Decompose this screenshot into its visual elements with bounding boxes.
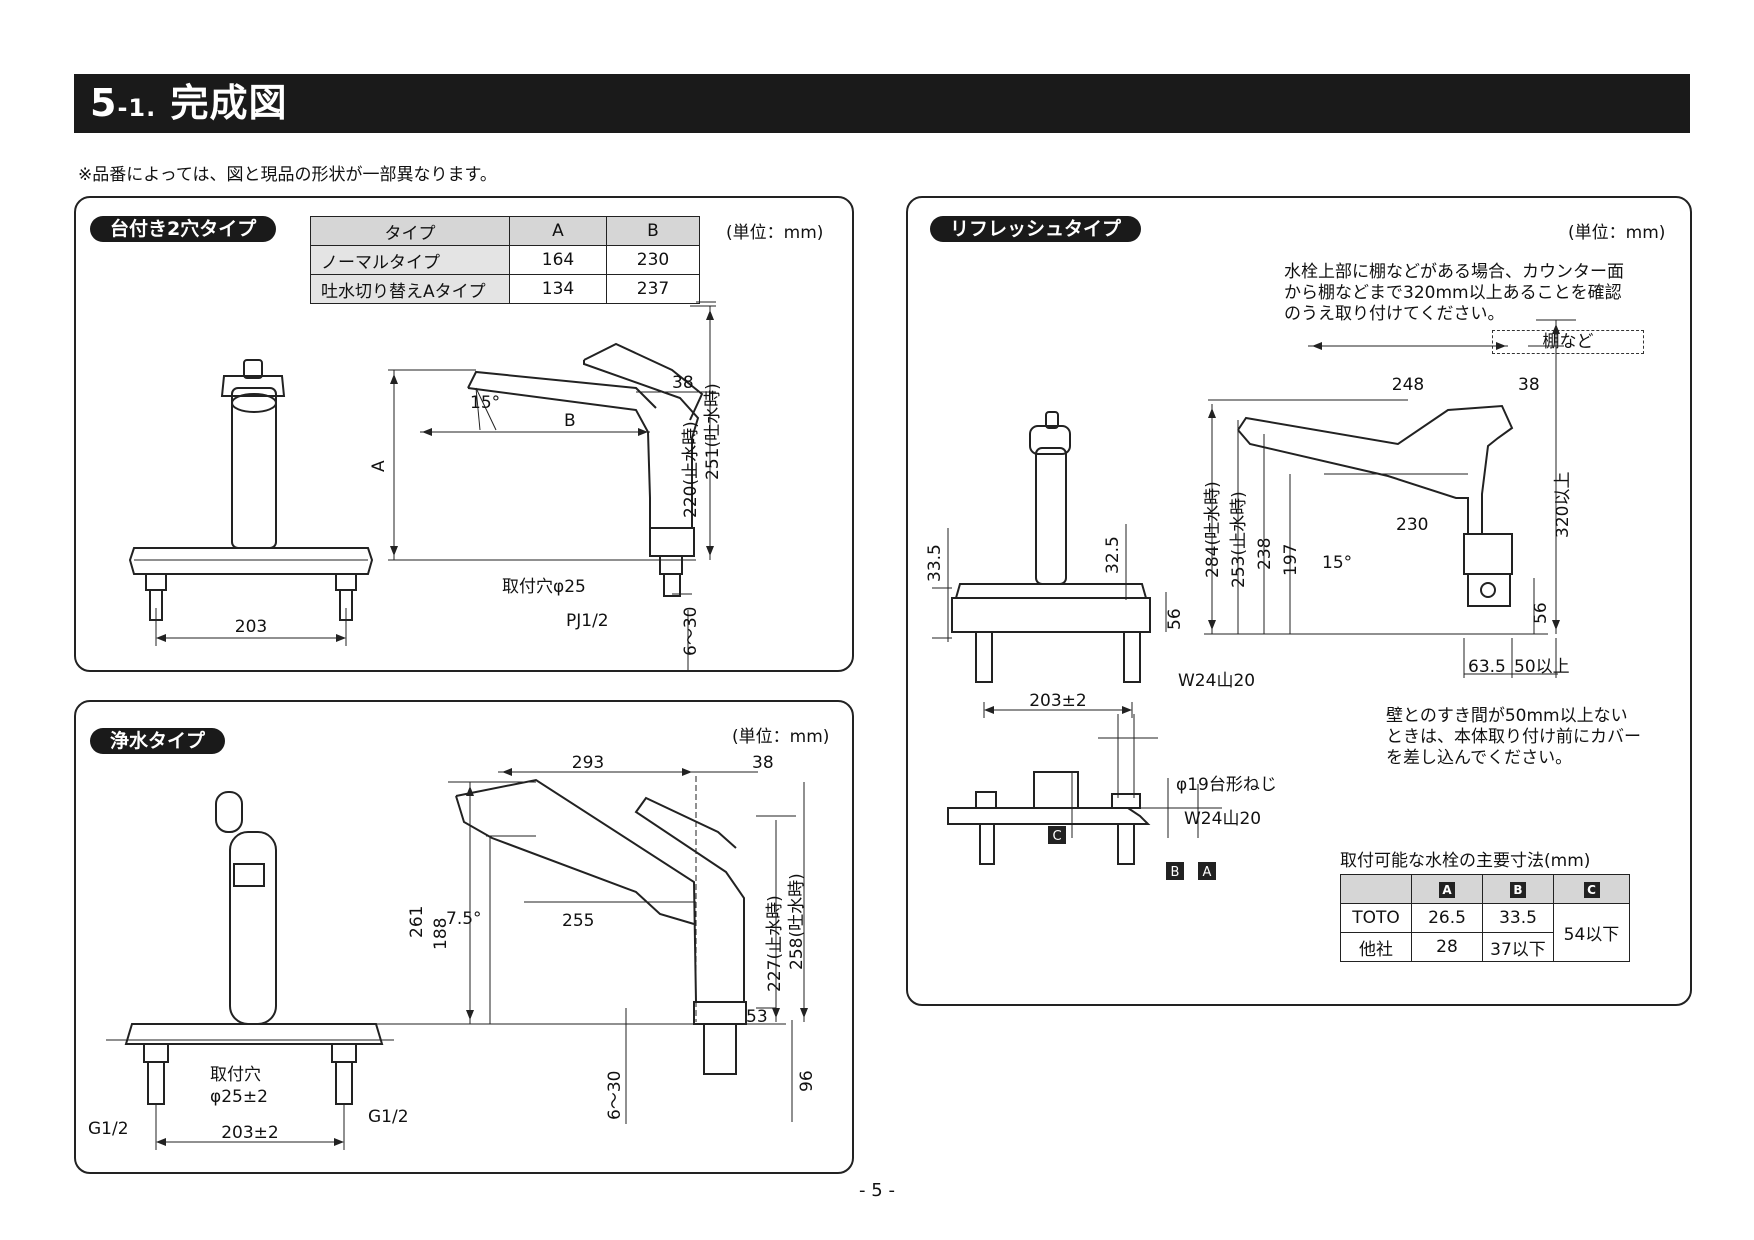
dim-53: 53 xyxy=(746,1007,768,1027)
dim-33-5: 33.5 xyxy=(925,544,945,582)
table-header-c: C xyxy=(1553,874,1630,904)
wall-gap-note: 壁とのすき間が50mm以上ない ときは、本体取り付け前にカバー を差し込んでくだ… xyxy=(1386,706,1641,768)
unit-label: (単位：mm) xyxy=(726,223,824,243)
dim-a: A xyxy=(369,460,389,472)
refresh-labels: 248 38 284(吐水時) 253(止水時) 238 197 230 15°… xyxy=(925,375,1573,880)
dim-7-5deg: 7.5° xyxy=(446,909,482,929)
shelf-clearance-note: 水栓上部に棚などがある場合、カウンター面 から棚などまで320mm以上あることを… xyxy=(1284,262,1624,324)
label-a: A xyxy=(1203,865,1212,880)
dim-203: 203±2 xyxy=(1029,691,1087,711)
type-dimension-table: タイプ A B ノーマルタイプ 164 230 吐水切り替えAタイプ 134 2… xyxy=(310,216,700,304)
section-header: 5-1. 完成図 xyxy=(74,74,1690,133)
dim-258: 258(吐水時) xyxy=(787,873,807,970)
shelf-label: 棚など xyxy=(1492,330,1644,354)
dim-56-left: 56 xyxy=(1165,608,1185,630)
g-thread-left: G1/2 xyxy=(88,1119,129,1139)
dim-b: B xyxy=(564,411,576,431)
dim-293: 293 xyxy=(572,753,604,773)
table-row: 吐水切り替えAタイプ 134 237 xyxy=(310,274,700,304)
dim-188: 188 xyxy=(431,918,451,950)
dim-32-5: 32.5 xyxy=(1103,536,1123,574)
mounting-hole-size: φ25±2 xyxy=(210,1087,268,1107)
faucet-dimension-table-title: 取付可能な水栓の主要寸法(mm) xyxy=(1340,851,1591,871)
unit-label: (単位：mm) xyxy=(732,727,830,747)
dim-phi19: φ19台形ねじ xyxy=(1176,775,1277,795)
dim-6-30: 6～30 xyxy=(681,607,701,656)
dim-253: 253(止水時) xyxy=(1229,491,1249,588)
shape-note: ※品番によっては、図と現品の形状が一部異なります。 xyxy=(78,165,497,185)
table-row: ノーマルタイプ 164 230 xyxy=(310,245,700,275)
label-c-box xyxy=(1048,826,1066,844)
dim-50: 50以上 xyxy=(1514,657,1570,677)
panel-purified-water: 浄水タイプ (単位：mm) xyxy=(74,700,854,1174)
dim-251: 251(吐水時) xyxy=(703,383,723,480)
dim-320: 320以上 xyxy=(1553,472,1573,538)
label-b: B xyxy=(1171,865,1180,880)
dim-248: 248 xyxy=(1392,375,1424,395)
label-c: C xyxy=(1052,829,1061,844)
deck-two-hole-labels: 203 15° B A 38 220(止水時) 251(吐水時) 6～30 取付… xyxy=(235,373,723,656)
panel-title-deck-two-hole: 台付き2穴タイプ xyxy=(90,216,277,242)
panel-deck-two-hole: 台付き2穴タイプ (単位：mm) タイプ A B ノーマルタイプ 164 230… xyxy=(74,196,854,672)
dim-203: 203±2 xyxy=(221,1123,279,1143)
dim-15deg: 15° xyxy=(470,393,500,413)
label-a-box xyxy=(1198,862,1216,880)
deck-two-hole-drawing xyxy=(128,301,716,670)
dim-230: 230 xyxy=(1396,515,1428,535)
dim-56-right: 56 xyxy=(1531,602,1551,624)
dim-220: 220(止水時) xyxy=(681,421,701,518)
section-title: 5-1. 完成図 xyxy=(90,81,288,125)
dim-38: 38 xyxy=(1518,375,1540,395)
table-header-b: B xyxy=(606,216,700,246)
g-thread-right: G1/2 xyxy=(368,1107,409,1127)
table-header-b: B xyxy=(1482,874,1554,904)
dim-6-30: 6～30 xyxy=(605,1071,625,1120)
panel-title-purified-water: 浄水タイプ xyxy=(90,728,226,754)
dim-197: 197 xyxy=(1281,544,1301,576)
dim-38: 38 xyxy=(752,753,774,773)
page-number: - 5 - xyxy=(859,1180,895,1201)
dim-227: 227(止水時) xyxy=(765,895,785,992)
mounting-hole-label: 取付穴φ25 xyxy=(502,577,586,597)
purified-water-labels: 293 38 261 188 7.5° 255 227(止水時) 258(吐水時… xyxy=(88,753,817,1143)
dim-255: 255 xyxy=(562,911,594,931)
pj-label: PJ1/2 xyxy=(566,611,609,631)
dim-w24-top: W24山20 xyxy=(1178,671,1255,691)
dim-238: 238 xyxy=(1255,538,1275,570)
table-header-a: A xyxy=(1411,874,1483,904)
dim-38: 38 xyxy=(672,373,694,393)
dim-284: 284(吐水時) xyxy=(1203,481,1223,578)
table-row: 他社 28 37以下 xyxy=(1340,932,1630,962)
dim-96: 96 xyxy=(797,1070,817,1092)
dim-15deg: 15° xyxy=(1322,553,1352,573)
table-header-a: A xyxy=(509,216,607,246)
mounting-hole-label: 取付穴 xyxy=(210,1065,261,1085)
panel-title-refresh: リフレッシュタイプ xyxy=(930,216,1142,242)
dim-203: 203 xyxy=(235,617,267,637)
dim-261: 261 xyxy=(407,906,427,938)
refresh-drawing xyxy=(932,319,1576,865)
table-corner xyxy=(1340,874,1412,904)
unit-label: (単位：mm) xyxy=(1568,223,1666,243)
purified-water-drawing xyxy=(106,768,808,1150)
table-row: TOTO 26.5 33.5 54以下 xyxy=(1340,903,1630,962)
dim-w24-bottom: W24山20 xyxy=(1184,809,1261,829)
faucet-dimension-table: A B C TOTO 26.5 33.5 54以下 他社 28 37以下 xyxy=(1340,874,1630,962)
label-b-box xyxy=(1166,862,1184,880)
dim-63-5: 63.5 xyxy=(1468,657,1506,677)
panel-refresh-type: リフレッシュタイプ (単位：mm) 水栓上部に棚などがある場合、カウンター面 か… xyxy=(906,196,1692,1006)
